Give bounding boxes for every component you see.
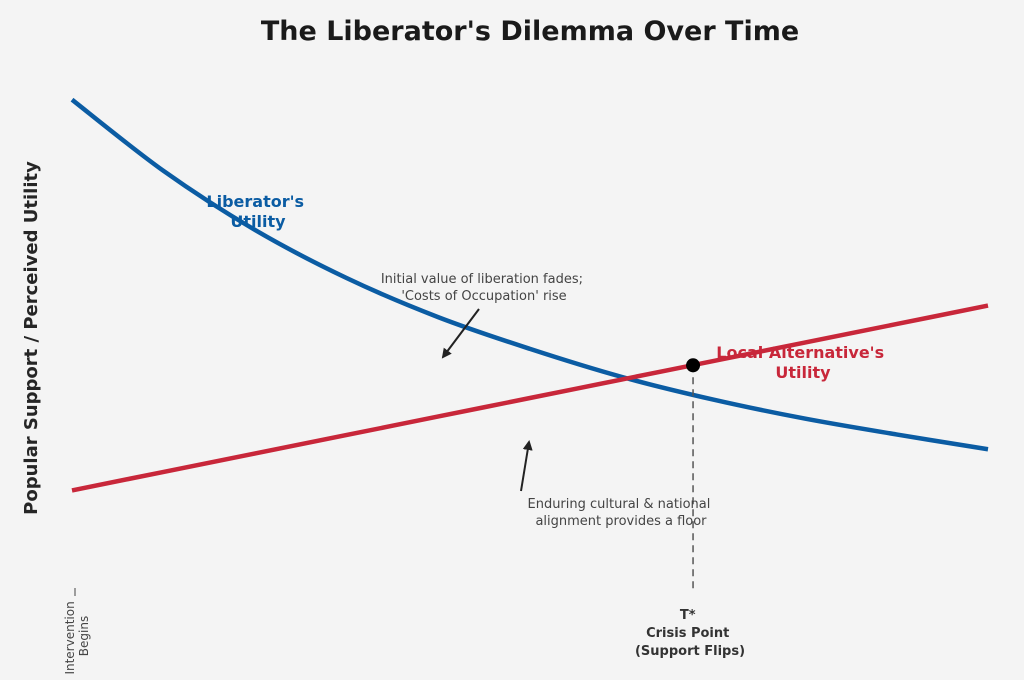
crisis-point-marker (686, 358, 701, 373)
annotation-fades-arrow (441, 308, 480, 359)
liberator-utility-line (70, 97, 989, 452)
x-tick-intervention-line-1: Intervention (63, 601, 77, 674)
local-series-label: Local Alternative's Utility (716, 343, 889, 382)
annotation-floor-line-1: Enduring cultural & national (527, 497, 710, 512)
annotation-floor-arrow (520, 440, 533, 492)
local-label-line-1: Local Alternative's (716, 343, 884, 362)
local-label-line-2: Utility (775, 363, 831, 382)
liberator-label-line-1: Liberator's (206, 192, 304, 211)
x-tick-crisis-line-2: Crisis Point (646, 626, 729, 641)
x-tick-crisis-line-1: T* (680, 608, 696, 623)
y-axis-label: Popular Support / Perceived Utility (21, 161, 42, 515)
x-tick-intervention-line-2: Begins (77, 616, 91, 656)
annotation-fades: Initial value of liberation fades; 'Cost… (381, 272, 587, 304)
annotation-floor-line-2: alignment provides a floor (535, 514, 707, 529)
x-tick-intervention: Intervention Begins (63, 597, 91, 674)
x-tick-crisis: T* Crisis Point (Support Flips) (635, 608, 745, 659)
liberator-label-line-2: Utility (230, 212, 286, 231)
annotation-fades-line-2: 'Costs of Occupation' rise (401, 289, 566, 304)
annotation-fades-line-1: Initial value of liberation fades; (381, 272, 583, 287)
x-tick-crisis-line-3: (Support Flips) (635, 644, 745, 659)
annotation-floor: Enduring cultural & national alignment p… (527, 497, 714, 529)
liberator-series-label: Liberator's Utility (206, 192, 309, 231)
chart-title: The Liberator's Dilemma Over Time (261, 16, 799, 47)
local-alternative-utility-line (71, 303, 989, 493)
